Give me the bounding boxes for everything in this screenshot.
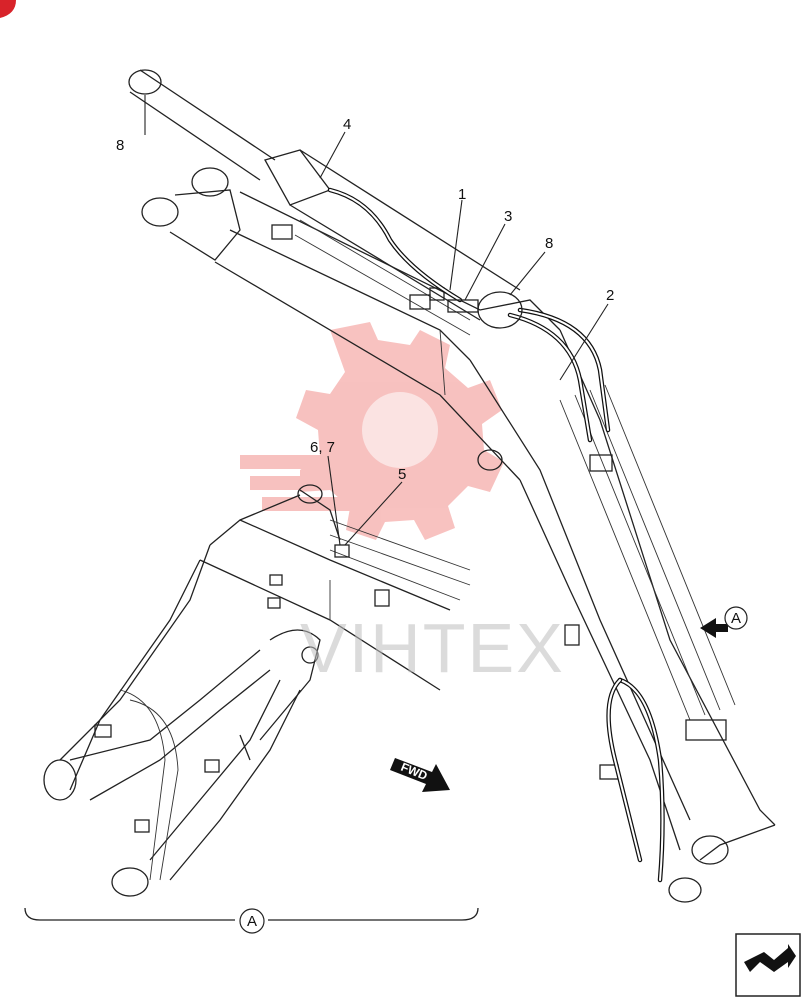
- boom-detail-view: [43, 484, 471, 897]
- callout-8-right: 8: [545, 235, 553, 252]
- fwd-arrow: FWD: [390, 758, 450, 792]
- view-arrow-a: A: [700, 606, 748, 638]
- boom-arm-assembly: [128, 69, 776, 903]
- view-arrow-a-label: A: [731, 610, 741, 627]
- corner-badge: [0, 0, 16, 18]
- callout-1: 1: [458, 186, 466, 203]
- callout-6-7: 6, 7: [310, 439, 335, 456]
- callout-5: 5: [398, 466, 406, 483]
- section-label-a: A: [247, 913, 257, 930]
- callout-4: 4: [343, 116, 351, 133]
- hose-lines-upper: [327, 187, 665, 883]
- return-arrow-icon[interactable]: [735, 933, 801, 997]
- fwd-label: FWD: [399, 760, 430, 783]
- callout-2: 2: [606, 287, 614, 304]
- callout-8-top-left: 8: [116, 137, 124, 154]
- section-bracket-a: A: [24, 907, 479, 934]
- callout-3: 3: [504, 208, 512, 225]
- callout-leaders: [144, 95, 609, 546]
- watermark-text: VIHTEX: [300, 609, 565, 687]
